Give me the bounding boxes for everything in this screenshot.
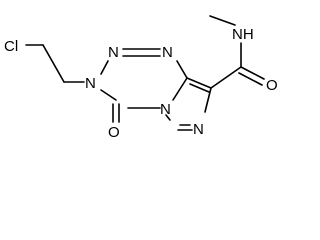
atom-label-n3: N	[85, 75, 96, 92]
bond-c8-n7	[204, 87, 212, 113]
atom-label-o-amide: O	[266, 77, 278, 94]
bond-c8a-c8-b	[189, 83, 210, 93]
atom-label-cl: Cl	[4, 38, 18, 55]
bond-camide-o-a	[240, 66, 265, 80]
atom-label-n2: N	[108, 44, 119, 61]
bond-c8a-n5	[172, 77, 188, 101]
bond-c8a-c8-a	[186, 77, 212, 89]
bond-n1-c8a	[176, 60, 188, 79]
atom-label-n1: N	[162, 44, 173, 61]
bond-camide-o-b	[238, 72, 263, 86]
molecule-drawing: Cl N N N O N N NH O	[4, 15, 278, 141]
bond-n3-n2	[100, 60, 109, 75]
atom-label-o-ring: O	[108, 124, 120, 141]
structure-diagram: Cl N N N O N N NH O	[4, 15, 278, 141]
atom-label-nh: NH	[232, 26, 254, 43]
bond-n-methyl	[209, 15, 236, 26]
bond-c-c-chain	[42, 44, 65, 83]
bond-c4-n3	[100, 89, 117, 101]
atom-label-n-imidazole: N	[193, 121, 204, 138]
bond-c8-camide	[210, 66, 242, 89]
atom-label-n-fused: N	[160, 101, 171, 118]
bond-c6-n5	[165, 114, 171, 121]
